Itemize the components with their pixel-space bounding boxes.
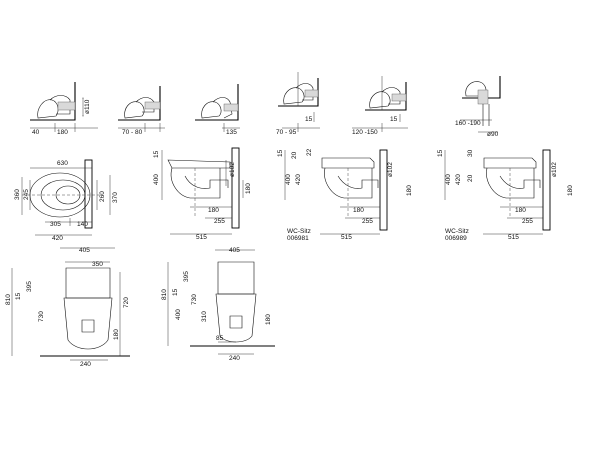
outlet-detail-1: 40 180 ø110	[30, 82, 98, 136]
dim-label: 515	[341, 234, 352, 241]
dim-label: 400	[153, 174, 160, 185]
dim-label: 400	[445, 174, 452, 185]
dim-label: 15	[172, 288, 179, 296]
dim-label: 255	[362, 218, 373, 225]
dim-label: 730	[191, 294, 198, 305]
dim-label: 20	[467, 174, 474, 182]
dim-label: 180	[567, 185, 574, 196]
dim-label: 420	[52, 235, 63, 242]
dim-label: 810	[161, 289, 168, 300]
dim-label: 420	[455, 174, 462, 185]
dim-label: 515	[508, 234, 519, 241]
dim-label: 515	[196, 234, 207, 241]
front-view-left: 405 350 810 15 395 730 720 180 240	[5, 247, 130, 368]
dim-label: 400	[175, 309, 182, 320]
front-view-right: 405 810 15 395 400 310 730 180 85 240	[161, 247, 275, 362]
dim-label: 180	[245, 183, 252, 194]
dim-label: 30	[467, 149, 474, 157]
dim-label: 810	[5, 294, 12, 305]
dim-label: 15	[305, 116, 313, 123]
outlet-detail-3: 135	[195, 84, 240, 136]
dim-label: 180	[515, 207, 526, 214]
seat-code: 006989	[445, 235, 467, 242]
outlet-detail-2: 70 - 80	[118, 86, 165, 136]
dim-label: 140	[77, 221, 88, 228]
side-view-1: 15 400 ø102 180 180 255 515	[153, 147, 252, 241]
plan-view: 630 360 245 260 370 305 140 420	[14, 159, 119, 242]
seat-code: 006981	[287, 235, 309, 242]
dim-label: 310	[201, 311, 208, 322]
dim-label: 15	[153, 150, 160, 158]
dim-label: 255	[214, 218, 225, 225]
dim-label: 405	[79, 247, 90, 254]
dim-label: 15	[15, 292, 22, 300]
dim-label: 260	[99, 191, 106, 202]
dim-label: ø102	[551, 162, 558, 177]
dim-label: 630	[57, 160, 68, 167]
dim-label: 120 -150	[352, 129, 378, 136]
dim-label: 40	[32, 129, 40, 136]
dim-label: 180	[57, 129, 68, 136]
dim-label: ø110	[84, 99, 91, 114]
dim-label: 395	[26, 281, 33, 292]
dim-label: 22	[306, 148, 313, 156]
dim-label: 405	[229, 247, 240, 254]
dim-label: 70 - 95	[276, 129, 297, 136]
dim-label: 180	[113, 329, 120, 340]
side-view-3: 15 30 400 420 20 ø102 180 180 255 515 WC…	[437, 149, 574, 242]
dim-label: 15	[390, 116, 398, 123]
dim-label: 360	[14, 189, 21, 200]
dim-label: 420	[295, 174, 302, 185]
dim-label: 305	[50, 221, 61, 228]
dim-label: 395	[183, 271, 190, 282]
dim-label: 370	[112, 192, 119, 203]
dim-label: 350	[92, 261, 103, 268]
dim-label: ø102	[387, 162, 394, 177]
dim-label: 720	[123, 297, 130, 308]
outlet-detail-4: 70 - 95 15	[276, 72, 320, 136]
side-view-2: 15 20 22 400 420 ø102 180 180 255 515 WC…	[277, 148, 413, 242]
outlet-detail-5: 120 -150 15	[352, 76, 408, 136]
dim-label: 180	[353, 207, 364, 214]
dim-label: 240	[80, 361, 91, 368]
outlet-detail-6: 160 -190 ø90	[455, 76, 501, 138]
dim-label: ø90	[487, 131, 499, 138]
dim-label: 245	[23, 189, 30, 200]
dim-label: 160 -190	[455, 120, 481, 127]
seat-label: WC-Sitz	[287, 228, 311, 235]
dim-label: 15	[437, 149, 444, 157]
dim-label: 240	[229, 355, 240, 362]
dim-label: 400	[285, 174, 292, 185]
dim-label: 180	[406, 185, 413, 196]
dim-label: 70 - 80	[122, 129, 143, 136]
dim-label: 730	[38, 311, 45, 322]
dim-label: 85	[216, 335, 224, 342]
dim-label: 255	[522, 218, 533, 225]
dim-label: 180	[265, 314, 272, 325]
seat-label: WC-Sitz	[445, 228, 469, 235]
dim-label: ø102	[229, 162, 236, 177]
dim-label: 15	[277, 149, 284, 157]
dim-label: 180	[208, 207, 219, 214]
dim-label: 135	[226, 129, 237, 136]
dim-label: 20	[291, 151, 298, 159]
